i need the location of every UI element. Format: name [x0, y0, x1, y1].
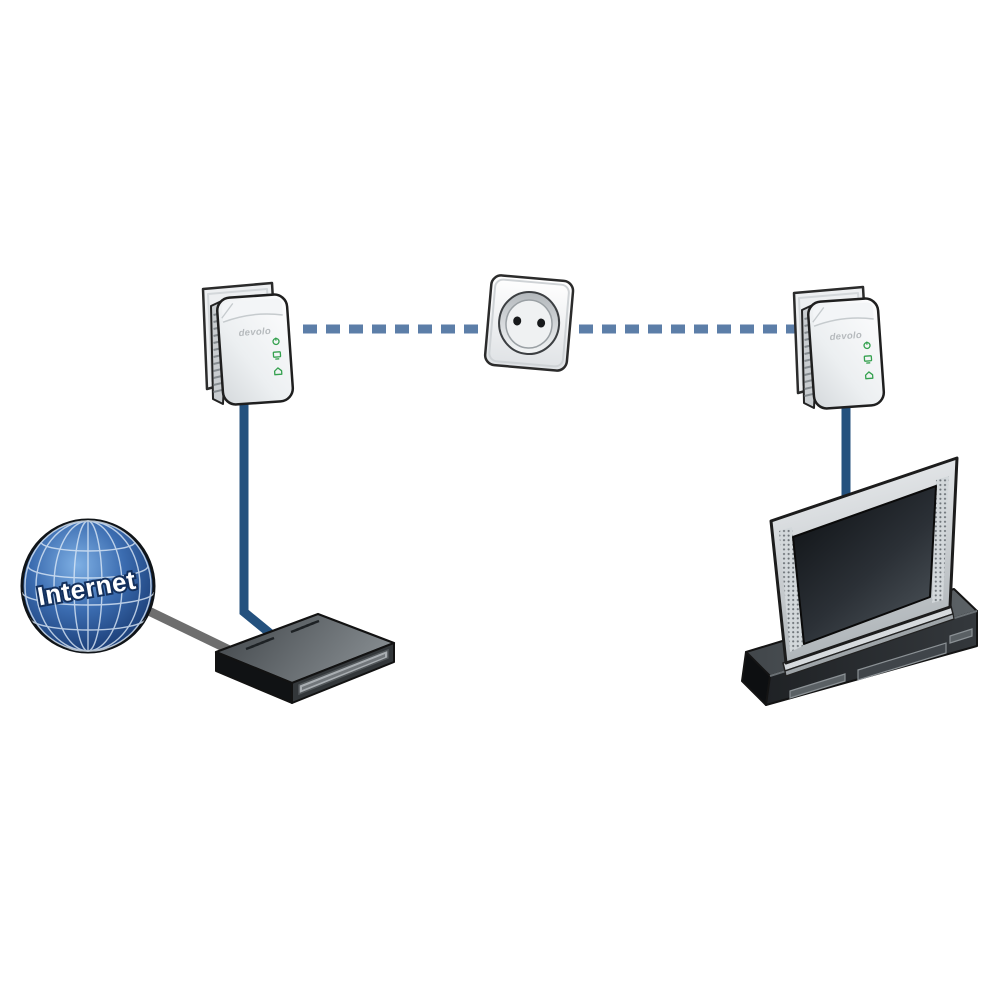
tv-speaker-right-dots — [932, 476, 949, 603]
tv-pedestal-lower — [784, 613, 955, 677]
router-front-panel-inner — [302, 654, 385, 690]
wall-outlet — [483, 274, 575, 372]
powerline-adapter-right — [794, 287, 885, 409]
router-vents — [245, 619, 320, 651]
tv-base-slot-left — [789, 673, 846, 699]
television — [741, 456, 978, 706]
tv-base-slot-right — [949, 628, 973, 644]
tv-base-slot-center — [857, 642, 947, 681]
tv-speaker-left-dots — [779, 527, 803, 652]
tv-screen — [792, 485, 937, 645]
ethernet-cable-left — [239, 396, 275, 639]
outlet-plate-bevel — [488, 278, 570, 368]
router-modem — [214, 612, 396, 704]
internet-globe: Internet — [20, 518, 156, 654]
powerline-adapter-left — [203, 283, 294, 405]
outlet-face — [505, 299, 553, 349]
socket-hole-left — [513, 316, 522, 326]
socket-hole-right — [537, 318, 546, 328]
